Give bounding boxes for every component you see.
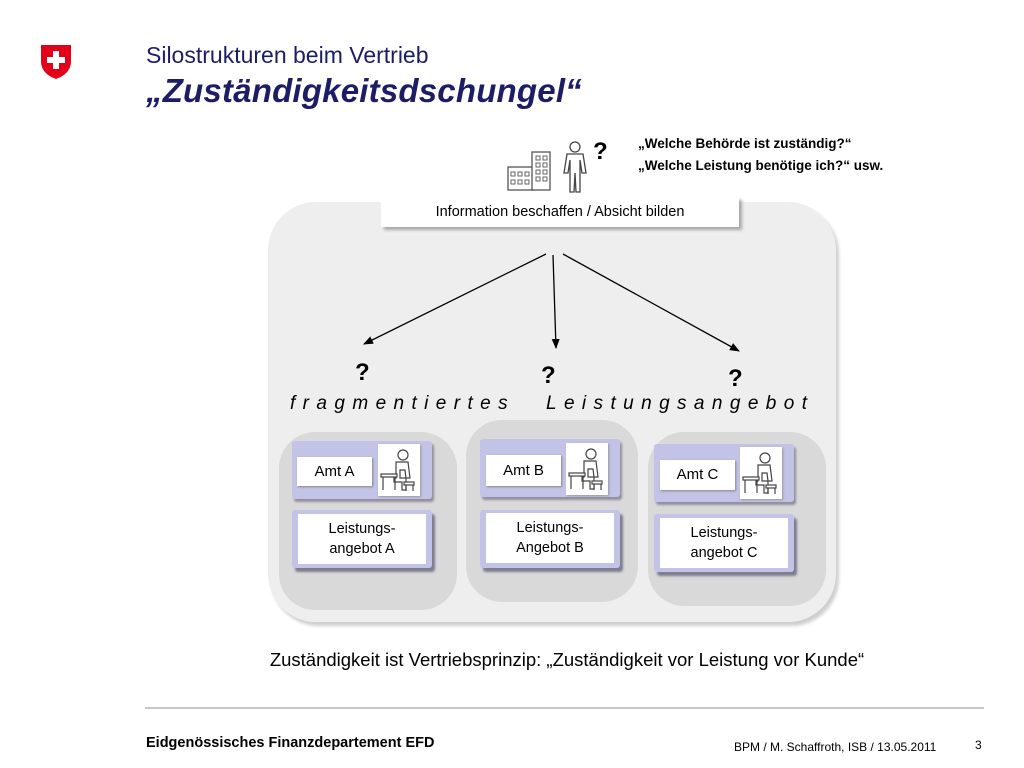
statement-text: Zuständigkeit ist Vertriebsprinzip: „Zus… [269,649,865,670]
leistung-a-label: Leistungs-angebot A [298,514,426,564]
question-line-2: „Welche Leistung benötige ich?“ usw. [638,158,884,173]
building-icon [506,150,552,192]
question-mark-right: ? [728,365,743,392]
leistung-c-line1: Leistungs- [690,525,758,541]
leistung-c-line2: angebot C [690,545,758,561]
page-number: 3 [975,738,982,752]
footer-author-date: BPM / M. Schaffroth, ISB / 13.05.2011 [734,740,937,754]
question-line-1: „Welche Behörde ist zuständig?“ [638,136,852,151]
person-at-desk-icon [378,444,420,496]
leistung-a-line2: angebot A [329,541,395,557]
slide-title-line2: „Zuständigkeitsdschungel“ [146,72,582,109]
amt-a-label: Amt A [297,457,372,486]
fragmented-word-2: Leistungsangebot [546,393,815,414]
leistung-c-label: Leistungs-angebot C [660,518,788,568]
leistung-b-line2: Angebot B [516,540,584,556]
person-at-desk-icon [740,447,782,499]
person-standing-icon [561,140,589,194]
leistung-b-line1: Leistungs- [516,520,584,536]
arrow-middle [551,254,560,349]
footer-department: Eidgenössisches Finanzdepartement EFD [146,735,435,751]
arrow-left [363,253,547,345]
footer-divider [145,707,984,709]
person-at-desk-icon [566,443,608,495]
swiss-cross-logo-icon [40,44,72,80]
leistung-a-line1: Leistungs- [328,521,396,537]
leistung-b-label: Leistungs- Angebot B [486,513,614,563]
question-mark-middle: ? [541,362,556,389]
question-mark-left: ? [355,359,370,386]
fragmented-word-1: fragmentiertes [290,393,516,414]
amt-b-label: Amt B [486,455,561,486]
amt-c-label: Amt C [660,460,735,490]
header-question-mark: ? [593,138,608,165]
arrow-right [562,253,740,352]
slide-title-line1: Silostrukturen beim Vertrieb [146,42,429,68]
info-box: Information beschaffen / Absicht bilden [381,197,739,227]
